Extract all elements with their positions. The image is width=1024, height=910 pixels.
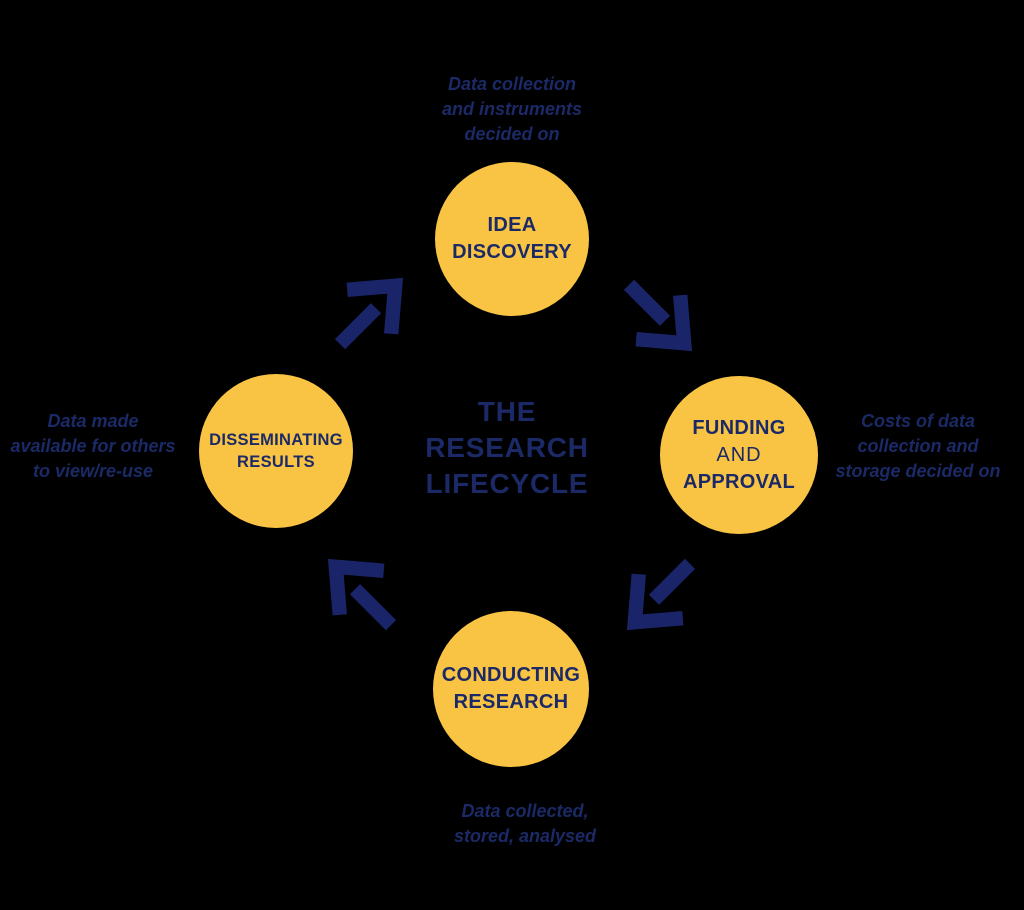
node-disseminating-results: DISSEMINATING RESULTS bbox=[199, 374, 353, 528]
node-label-line: DISCOVERY bbox=[452, 241, 572, 263]
annotation-line: available for others bbox=[10, 436, 176, 456]
node-label-line: CONDUCTING bbox=[441, 664, 581, 686]
arrow-up-right-icon bbox=[334, 277, 404, 350]
node-label-line: RESEARCH bbox=[453, 691, 569, 713]
node-label-line: IDEA bbox=[487, 214, 537, 236]
annotation-line: to view/re-use bbox=[32, 461, 154, 481]
annotation-line: decided on bbox=[464, 124, 560, 144]
node-funding-approval: FUNDING AND APPROVAL bbox=[660, 376, 818, 534]
node-conducting-research: CONDUCTING RESEARCH bbox=[433, 611, 589, 767]
annotation-line: stored, analysed bbox=[453, 826, 597, 846]
annotation-disseminating-results: Data made available for others to view/r… bbox=[0, 409, 189, 484]
arrow-up-left-icon bbox=[327, 558, 397, 631]
title-line: RESEARCH bbox=[425, 432, 589, 463]
annotation-line: and instruments bbox=[441, 99, 583, 119]
annotation-line: Data made bbox=[47, 411, 139, 431]
node-label-line: APPROVAL bbox=[682, 470, 796, 493]
annotation-line: collection and bbox=[857, 436, 979, 456]
title-line: LIFECYCLE bbox=[425, 468, 589, 499]
node-label-line: DISSEMINATING bbox=[209, 430, 343, 449]
annotation-line: Costs of data bbox=[860, 411, 975, 431]
node-label-line: FUNDING bbox=[692, 416, 786, 439]
annotation-idea-discovery: Data collection and instruments decided … bbox=[392, 72, 632, 147]
title-line: THE bbox=[477, 396, 537, 427]
annotation-line: storage decided on bbox=[835, 461, 1001, 481]
annotation-funding-approval: Costs of data collection and storage dec… bbox=[812, 409, 1024, 484]
page-title: THE RESEARCH LIFECYCLE bbox=[382, 394, 632, 502]
node-idea-discovery: IDEA DISCOVERY bbox=[435, 162, 589, 316]
annotation-line: Data collected, bbox=[461, 801, 589, 821]
node-label-line: RESULTS bbox=[237, 453, 315, 471]
annotation-conducting-research: Data collected, stored, analysed bbox=[412, 799, 638, 849]
annotation-line: Data collection bbox=[447, 74, 577, 94]
arrow-down-right-icon bbox=[623, 279, 693, 352]
arrow-down-left-icon bbox=[626, 558, 696, 631]
node-label-line: AND bbox=[716, 443, 762, 466]
